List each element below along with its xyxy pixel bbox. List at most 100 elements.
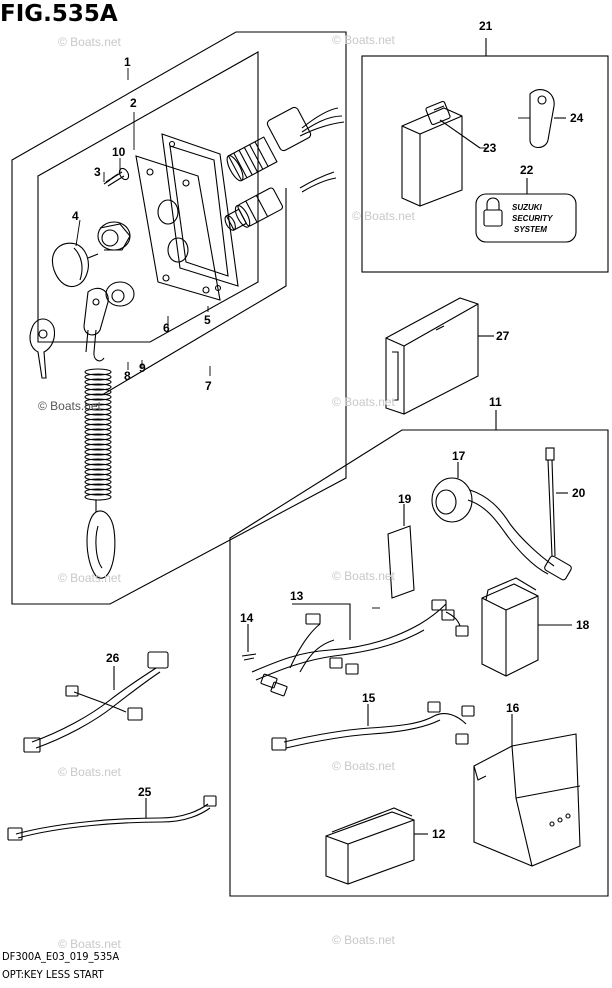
watermark: © Boats.net	[332, 569, 396, 583]
pad-part-19	[387, 504, 415, 599]
callout-24: 24	[570, 111, 584, 125]
cover-part-12	[325, 807, 428, 885]
coil-loop	[84, 493, 112, 501]
watermark: © Boats.net	[332, 33, 396, 47]
assembly-2-box	[37, 51, 259, 343]
harness-part-26	[23, 651, 169, 753]
callout-8: 8	[124, 369, 131, 383]
callout-numbers: 1 2 10 3 4 6 5 7 8 9 21 23 24 22 27 11 1…	[72, 19, 590, 841]
leader-lines	[75, 68, 530, 609]
callout-23: 23	[483, 141, 497, 155]
lanyard-carabiner	[86, 500, 116, 579]
callout-13: 13	[290, 589, 304, 603]
lanyard-switch-harness	[224, 171, 337, 231]
control-module-part-27	[385, 297, 494, 415]
callout-12: 12	[432, 827, 446, 841]
coil-loop	[84, 423, 112, 431]
watermark: © Boats.net	[332, 759, 396, 773]
callout-7: 7	[205, 379, 212, 393]
panel-gasket	[161, 133, 239, 292]
coil-loop	[84, 388, 112, 396]
security-kit-box	[361, 38, 609, 273]
callout-22: 22	[520, 163, 534, 177]
coil-loop	[84, 468, 112, 476]
callout-25: 25	[138, 785, 152, 799]
relay-part-18	[481, 577, 572, 677]
assembly-11-box	[229, 410, 609, 897]
group-7-bracket	[101, 188, 287, 396]
watermark: © Boats.net	[58, 765, 122, 779]
callout-4: 4	[72, 209, 79, 223]
callout-20: 20	[572, 486, 586, 500]
coil-loop	[84, 403, 112, 411]
callout-10: 10	[112, 145, 126, 159]
security-decal-part-22	[475, 178, 577, 243]
key-fob-part-24	[529, 89, 566, 149]
assembly-1-box	[11, 31, 347, 605]
coil-loop	[84, 393, 112, 401]
screw-part-3	[103, 167, 130, 187]
watermark: © Boats.net	[58, 35, 122, 49]
callout-9: 9	[139, 361, 146, 375]
coil-loop	[84, 418, 112, 426]
callout-17: 17	[452, 449, 466, 463]
coil-loop	[84, 438, 112, 446]
watermark: © Boats.net	[352, 209, 416, 223]
coil-loop	[84, 408, 112, 416]
callout-19: 19	[398, 492, 412, 506]
coil-loop	[84, 463, 112, 471]
callout-1: 1	[124, 55, 131, 69]
coil-loop	[84, 488, 112, 496]
watermark: © Boats.net	[332, 933, 396, 947]
watermarks: © Boats.net © Boats.net © Boats.net © Bo…	[38, 33, 416, 951]
coil-loop	[84, 483, 112, 491]
callout-15: 15	[362, 691, 376, 705]
harness-part-13	[251, 599, 469, 697]
coil-loop	[84, 433, 112, 441]
screw-part-14	[241, 624, 257, 661]
cable-tie-part-20	[545, 447, 568, 557]
callout-11: 11	[489, 395, 502, 409]
bushing-part-9	[105, 281, 135, 307]
callout-5: 5	[204, 313, 211, 327]
callout-3: 3	[94, 165, 101, 179]
callout-14: 14	[240, 611, 254, 625]
watermark: © Boats.net	[332, 395, 396, 409]
harness-part-15	[271, 701, 475, 751]
coil-loop	[84, 383, 112, 391]
coil-loop	[84, 398, 112, 406]
coil-loop	[84, 453, 112, 461]
security-decal-text: SUZUKI SECURITY SYSTEM	[512, 203, 553, 234]
watermark: © Boats.net	[58, 937, 122, 951]
callout-26: 26	[106, 651, 120, 665]
harness-part-25	[7, 795, 217, 841]
callout-27: 27	[496, 329, 510, 343]
option-caption: OPT:KEY LESS START	[2, 968, 104, 981]
figure-title: FIG.535A	[0, 1, 118, 27]
coil-loop	[84, 413, 112, 421]
lanyard-coil-cord	[84, 368, 112, 501]
decal-line-1: SUZUKI	[512, 203, 543, 212]
callout-16: 16	[506, 701, 520, 715]
callout-21: 21	[479, 19, 493, 33]
coil-loop	[84, 368, 112, 376]
nut-part-10	[97, 221, 131, 251]
coil-loop	[84, 478, 112, 486]
knob-part-4	[52, 242, 99, 288]
coil-loop	[84, 378, 112, 386]
sensor-part-17	[431, 462, 572, 581]
callout-6: 6	[163, 321, 170, 335]
bracket-part-16	[473, 714, 581, 867]
model-code: DF300A_E03_019_535A	[2, 950, 120, 963]
coil-loop	[84, 373, 112, 381]
watermark: © Boats.net	[38, 399, 102, 413]
callout-2: 2	[130, 96, 137, 110]
switch-panel-plate	[135, 155, 221, 301]
decal-line-3: SYSTEM	[514, 225, 547, 234]
callout-18: 18	[576, 618, 590, 632]
decal-line-2: SECURITY	[512, 214, 553, 223]
watermark: © Boats.net	[58, 571, 122, 585]
coil-loop	[84, 443, 112, 451]
ignition-key	[29, 318, 56, 379]
